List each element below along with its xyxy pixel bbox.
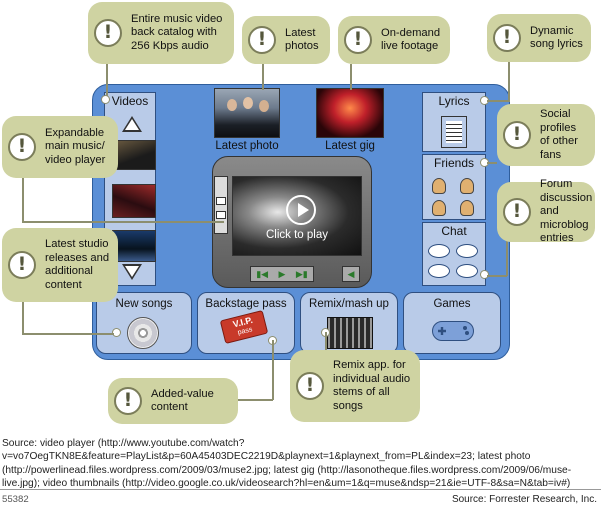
chat-bubble-icon[interactable] bbox=[456, 244, 478, 258]
figure-source: Source: Forrester Research, Inc. bbox=[451, 494, 597, 505]
document-icon[interactable] bbox=[441, 116, 467, 148]
figure-id: 55382 bbox=[2, 494, 29, 505]
latest-gig-image[interactable] bbox=[316, 88, 384, 138]
callout-studio-text: Latest studio releases and additional co… bbox=[45, 238, 110, 291]
callout-live-text: On-demand live footage bbox=[381, 26, 441, 53]
latest-photo-image[interactable] bbox=[214, 88, 280, 138]
mixer-icon bbox=[327, 317, 373, 349]
player-screen[interactable]: Click to play bbox=[232, 176, 362, 256]
callout-live: ! On-demand live footage bbox=[338, 16, 450, 64]
leader-lyrics bbox=[508, 62, 510, 102]
play-small-icon[interactable]: ▶ bbox=[278, 268, 286, 279]
video-thumbnail-1[interactable] bbox=[112, 140, 156, 170]
callout-forum-text: Forum discussion and microblog entries bbox=[540, 178, 593, 245]
callout-photos-text: Latest photos bbox=[285, 26, 319, 53]
exclamation-icon: ! bbox=[8, 133, 36, 161]
games-button[interactable]: Games bbox=[403, 292, 501, 354]
click-to-play-label: Click to play bbox=[266, 229, 328, 241]
exclamation-icon: ! bbox=[493, 24, 521, 52]
avatar-icon[interactable] bbox=[432, 178, 446, 194]
player-controls: ▮◀ ▶ ▶▮ bbox=[250, 266, 314, 282]
leader-player-h bbox=[22, 221, 224, 223]
source-text: Source: video player (http://www.youtube… bbox=[2, 438, 572, 490]
games-label: Games bbox=[433, 298, 471, 310]
chat-bubble-icon[interactable] bbox=[428, 264, 450, 278]
next-icon[interactable]: ▶▮ bbox=[295, 268, 308, 279]
remix-button[interactable]: Remix/mash up bbox=[300, 292, 398, 354]
callout-catalog: ! Entire music video back catalog with 2… bbox=[88, 2, 234, 64]
chat-title: Chat bbox=[441, 224, 467, 238]
leader-catalog bbox=[106, 62, 108, 96]
callout-photos: ! Latest photos bbox=[242, 16, 330, 64]
play-icon[interactable] bbox=[286, 195, 316, 225]
callout-forum: ! Forum discussion and microblog entries bbox=[497, 178, 595, 244]
up-arrow-icon-fill bbox=[125, 119, 139, 130]
backstage-pass-label: Backstage pass bbox=[205, 298, 287, 310]
callout-lyrics-text: Dynamic song lyrics bbox=[530, 24, 583, 51]
leader-remix bbox=[325, 332, 327, 350]
friends-title: Friends bbox=[433, 156, 474, 170]
leader-photos bbox=[262, 64, 264, 90]
remix-label: Remix/mash up bbox=[309, 298, 389, 310]
leader-studio-h bbox=[22, 333, 114, 335]
callout-remix: ! Remix app. for individual audio stems … bbox=[290, 350, 420, 422]
latest-gig-caption: Latest gig bbox=[325, 140, 375, 152]
leader-studio-v bbox=[22, 292, 24, 334]
leader-forum-v bbox=[506, 240, 508, 276]
exclamation-icon: ! bbox=[344, 26, 372, 54]
backstage-pass-button[interactable]: Backstage pass V.I.P. pass bbox=[197, 292, 295, 354]
leader-value-h bbox=[236, 399, 273, 401]
callout-player-text: Expandable main music/ video player bbox=[45, 126, 106, 166]
new-songs-button[interactable]: New songs bbox=[96, 292, 192, 354]
leader-lyrics-h bbox=[487, 100, 509, 102]
leader-live bbox=[350, 64, 352, 90]
video-thumbnail-2[interactable] bbox=[112, 184, 156, 218]
new-songs-label: New songs bbox=[115, 298, 173, 310]
exclamation-icon: ! bbox=[114, 387, 142, 415]
chat-dot bbox=[480, 270, 489, 279]
video-thumbnail-3[interactable] bbox=[112, 230, 156, 262]
exclamation-icon: ! bbox=[503, 198, 531, 226]
callout-player: ! Expandable main music/ video player bbox=[2, 116, 118, 178]
leader-social bbox=[487, 162, 497, 164]
latest-photo-caption: Latest photo bbox=[215, 140, 279, 152]
exclamation-icon: ! bbox=[248, 26, 276, 54]
down-arrow-icon[interactable] bbox=[125, 266, 139, 277]
footer-divider bbox=[0, 489, 601, 490]
cd-icon bbox=[127, 317, 159, 349]
videos-title: Videos bbox=[111, 94, 149, 108]
callout-value-text: Added-value content bbox=[151, 387, 214, 414]
player-volume-slider[interactable] bbox=[214, 176, 228, 234]
leader-player-v bbox=[22, 154, 24, 222]
videos-dot bbox=[101, 95, 110, 104]
volume-icon[interactable]: ◀ bbox=[342, 266, 360, 282]
lyrics-title: Lyrics bbox=[438, 94, 470, 108]
chat-bubble-icon[interactable] bbox=[456, 264, 478, 278]
callout-remix-text: Remix app. for individual audio stems of… bbox=[333, 359, 411, 412]
callout-lyrics: ! Dynamic song lyrics bbox=[487, 14, 591, 62]
exclamation-icon: ! bbox=[94, 19, 122, 47]
avatar-icon[interactable] bbox=[460, 178, 474, 194]
exclamation-icon: ! bbox=[296, 372, 324, 400]
callout-social: ! Social profiles of other fans bbox=[497, 104, 595, 166]
callout-social-text: Social profiles of other fans bbox=[540, 108, 578, 161]
callout-studio: ! Latest studio releases and additional … bbox=[2, 228, 118, 302]
callout-value: ! Added-value content bbox=[108, 378, 238, 424]
vip-ticket-icon: V.I.P. pass bbox=[219, 310, 269, 344]
chat-bubble-icon[interactable] bbox=[428, 244, 450, 258]
callout-catalog-text: Entire music video back catalog with 256… bbox=[131, 12, 223, 52]
avatar-icon[interactable] bbox=[432, 200, 446, 216]
leader-forum-h bbox=[487, 275, 507, 277]
avatar-icon[interactable] bbox=[460, 200, 474, 216]
gamepad-icon bbox=[432, 321, 474, 341]
new-songs-dot bbox=[112, 328, 121, 337]
previous-icon[interactable]: ▮◀ bbox=[256, 268, 269, 279]
exclamation-icon: ! bbox=[8, 251, 36, 279]
leader-value bbox=[272, 340, 274, 400]
exclamation-icon: ! bbox=[503, 121, 531, 149]
